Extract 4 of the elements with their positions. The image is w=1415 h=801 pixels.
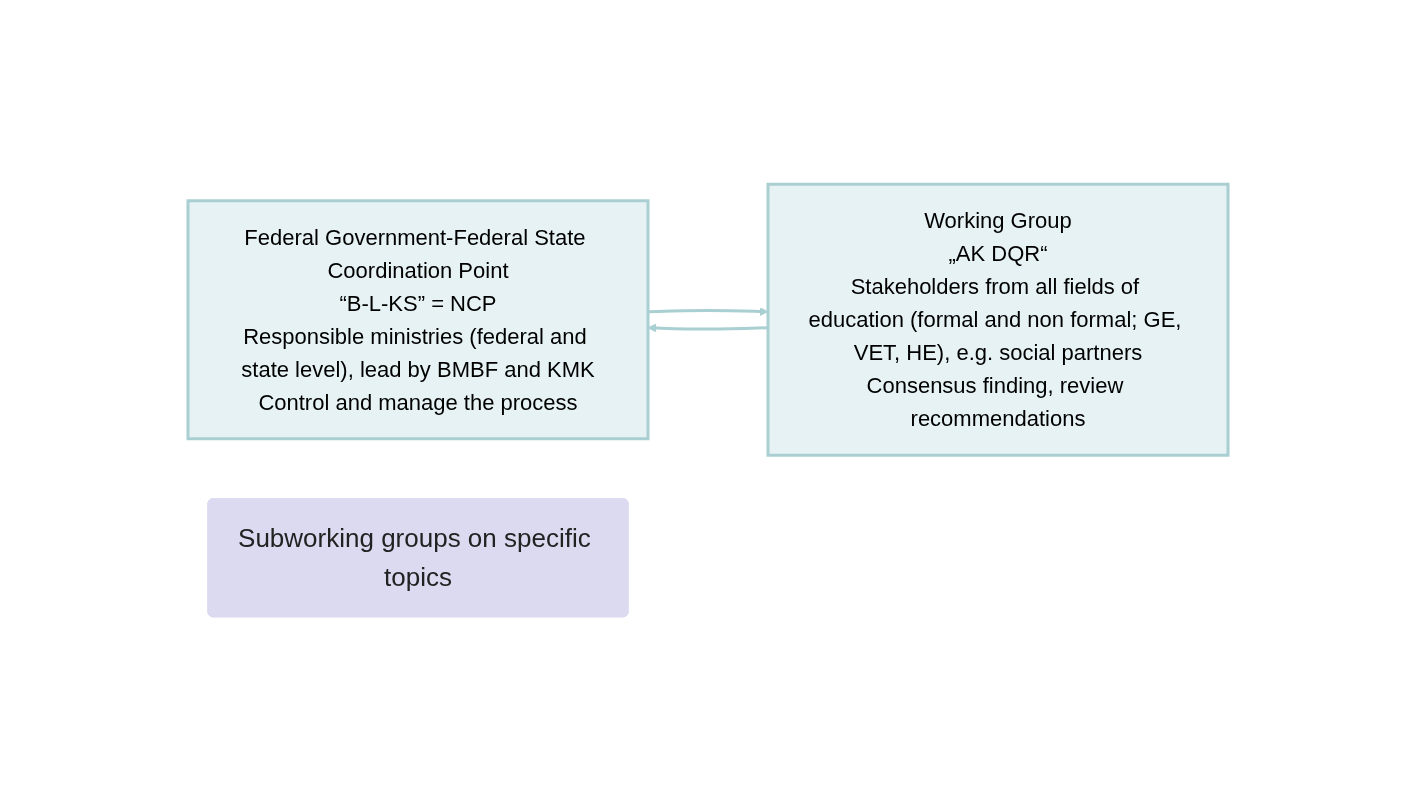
arrow	[647, 307, 768, 316]
node-box: Working Group „AK DQR“ Stakeholders from all fields of education (formal and non formal; GE, VET, HE), e.g. social partners Consensus finding, review recommendations	[766, 182, 1229, 457]
arrow	[647, 323, 768, 333]
node-box: Federal Government-Federal State Coordination Point “B-L-KS” = NCP Responsible ministries (federal and state level), lead by BMBF and KMK Control and manage the process	[186, 199, 649, 441]
